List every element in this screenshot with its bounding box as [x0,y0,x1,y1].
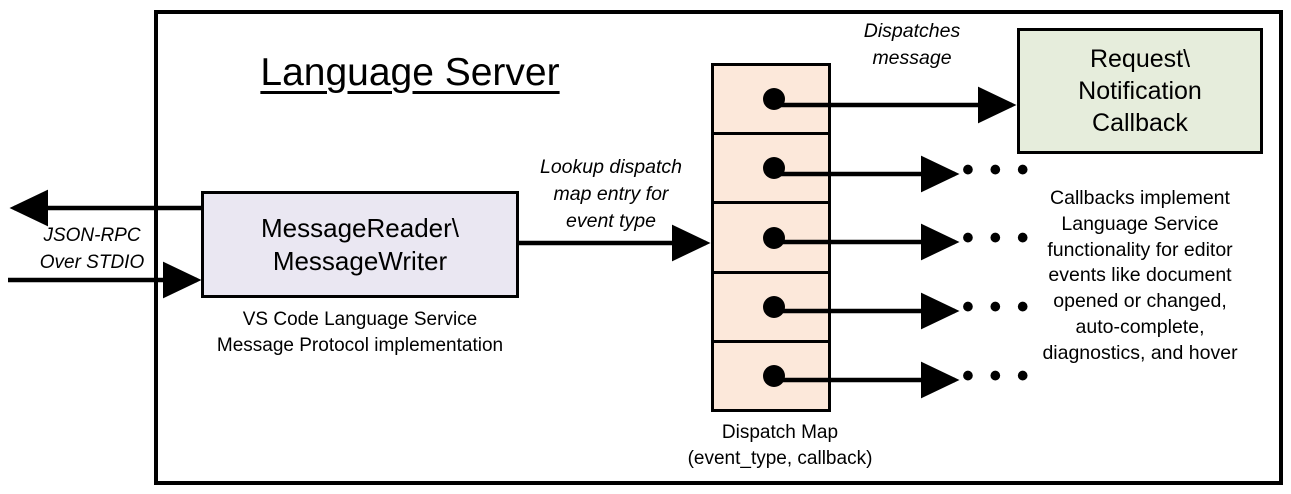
dispatch-map-row[interactable] [714,274,828,343]
callback-desc-line2: Language Service [1061,212,1219,235]
dispatch-map-row[interactable] [714,343,828,409]
callback-desc-line1: Callbacks implement [1050,187,1230,209]
lookup-label-line1: Lookup dispatch [539,156,683,178]
callback-dot-icon [763,88,785,111]
callback-description: Callbacks implement Language Service fun… [1008,186,1272,367]
json-rpc-label-line2: Over STDIO [39,252,145,273]
callback-desc-line3: functionality for editor [1047,238,1233,261]
callback-desc-line5: opened or changed, [1053,290,1227,313]
message-node-line1: MessageReader\ [261,212,459,243]
ellipsis-marker: • • • [962,151,1032,189]
callback-node-line2: Notification [1078,77,1202,105]
dispatches-label-line2: message [872,47,952,69]
dispatch-map-caption-line1: Dispatch Map [721,422,839,443]
callback-node-text: Request\ Notification Callback [1078,43,1202,139]
callback-dot-icon [763,295,785,318]
message-caption-line2: Message Protocol implementation [216,335,504,356]
dispatch-map-row[interactable] [714,66,828,136]
dispatch-map-table[interactable] [711,63,831,412]
message-caption-line1: VS Code Language Service [242,309,478,330]
message-reader-writer-text: MessageReader\ MessageWriter [261,212,459,278]
dispatch-map-row[interactable] [714,204,828,274]
dispatch-map-row[interactable] [714,135,828,205]
ellipsis-marker: • • • [962,357,1032,395]
callback-dot-icon [763,226,785,249]
lookup-label-line2: map entry for [553,183,669,205]
lookup-dispatch-edge-label: Lookup dispatch map entry for event type [518,154,704,235]
callback-desc-line4: events like document [1048,264,1232,287]
dispatch-map-caption-line2: (event_type, callback) [687,448,873,469]
callback-desc-line7: diagnostics, and hover [1042,341,1238,364]
lookup-label-line3: event type [566,210,656,232]
callback-node-line1: Request\ [1089,45,1191,73]
json-rpc-label-line1: JSON-RPC [43,225,141,246]
callback-dot-icon [763,157,785,180]
dispatches-label-line1: Dispatches [863,20,961,42]
dispatch-map-caption: Dispatch Map (event_type, callback) [635,420,925,472]
message-reader-writer-node[interactable]: MessageReader\ MessageWriter [201,191,519,298]
message-node-caption: VS Code Language Service Message Protoco… [181,307,539,359]
request-notification-callback-node[interactable]: Request\ Notification Callback [1017,28,1263,154]
json-rpc-edge-label: JSON-RPC Over STDIO [22,222,162,276]
language-server-boundary [154,10,1283,485]
page-title: Language Server [260,51,560,94]
callback-node-line3: Callback [1092,109,1188,137]
message-node-line2: MessageWriter [272,245,448,276]
dispatches-message-edge-label: Dispatches message [832,18,992,72]
callback-dot-icon [763,364,785,387]
callback-desc-line6: auto-complete, [1075,315,1205,338]
